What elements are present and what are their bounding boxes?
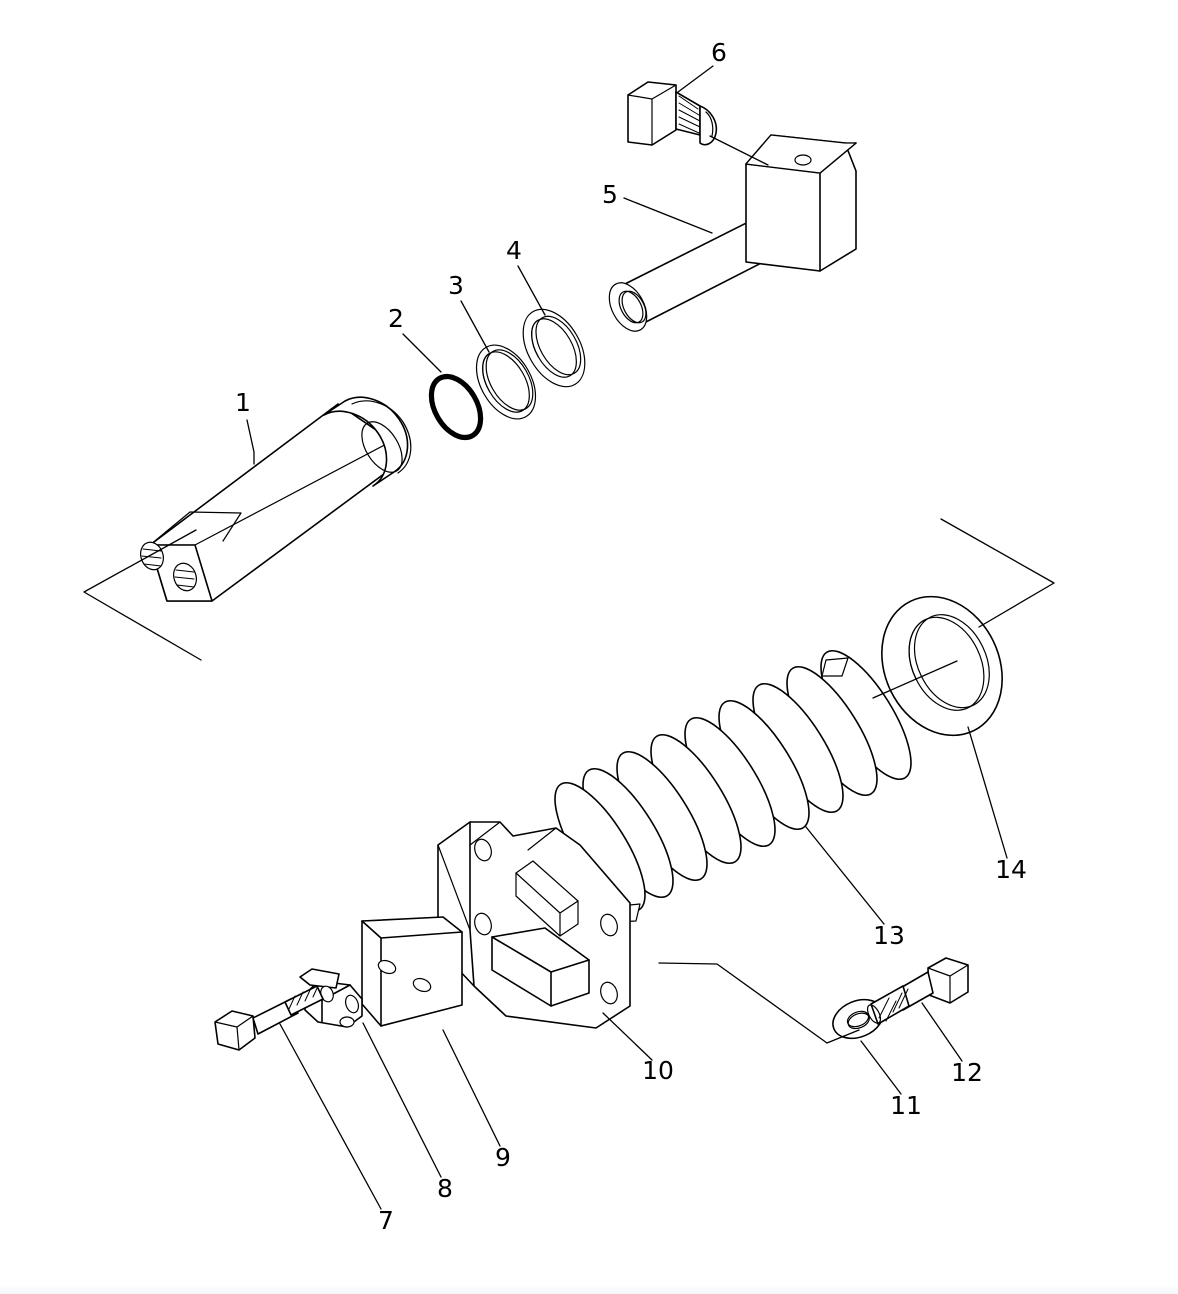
callout-number-6: 6 <box>711 38 727 67</box>
assembly-bracket-right <box>940 518 1055 628</box>
part-13-recoil-coil-spring <box>554 649 912 923</box>
part-12-hex-bolt-large <box>866 957 969 1025</box>
callout-number-9: 9 <box>495 1143 511 1172</box>
callout-number-8: 8 <box>437 1174 453 1203</box>
leader-14 <box>967 726 1008 859</box>
leader-11 <box>860 1040 902 1095</box>
callout-number-7: 7 <box>378 1206 394 1235</box>
leader-10 <box>602 1012 653 1061</box>
leader-9 <box>442 1029 501 1147</box>
callout-number-2: 2 <box>388 304 404 333</box>
callout-number-14: 14 <box>995 855 1027 884</box>
callout-number-5: 5 <box>602 180 618 209</box>
part-1-cylinder-body <box>140 396 412 602</box>
callout-number-1: 1 <box>235 388 251 417</box>
callout-labels: 1 2 3 4 5 6 7 8 9 10 11 12 13 14 <box>235 38 1027 1235</box>
leader-5 <box>623 197 713 234</box>
part-4-seal-ring-outer <box>522 308 586 388</box>
part-6-grease-fitting <box>627 81 718 146</box>
callout-number-3: 3 <box>448 271 464 300</box>
leader-3 <box>460 300 490 353</box>
leader-4 <box>517 265 546 316</box>
leader-6b <box>709 135 769 166</box>
callout-number-4: 4 <box>506 236 522 265</box>
callout-number-12: 12 <box>951 1058 983 1087</box>
callout-number-13: 13 <box>873 921 905 950</box>
part-7-hex-bolt-small <box>214 985 324 1051</box>
callout-number-11: 11 <box>890 1091 922 1120</box>
leader-2 <box>402 333 442 373</box>
leader-12 <box>921 1002 963 1062</box>
leader-8 <box>362 1022 442 1178</box>
assembly-bracket-left <box>83 529 202 661</box>
group-brackets <box>83 518 1055 1044</box>
assembly-bracket-lower <box>658 962 860 1044</box>
leader-6 <box>677 65 714 93</box>
leader-14b <box>872 660 958 699</box>
leader-7 <box>279 1023 382 1210</box>
leader-lines <box>246 65 1008 1210</box>
callout-number-10: 10 <box>642 1056 674 1085</box>
part-10-mounting-flange <box>437 821 631 1029</box>
part-2-o-ring <box>428 373 484 441</box>
part-9-retainer-plate <box>361 916 463 1027</box>
part-5-piston-rod-tube <box>608 134 857 332</box>
leader-1 <box>246 419 255 465</box>
leader-13 <box>805 826 885 925</box>
